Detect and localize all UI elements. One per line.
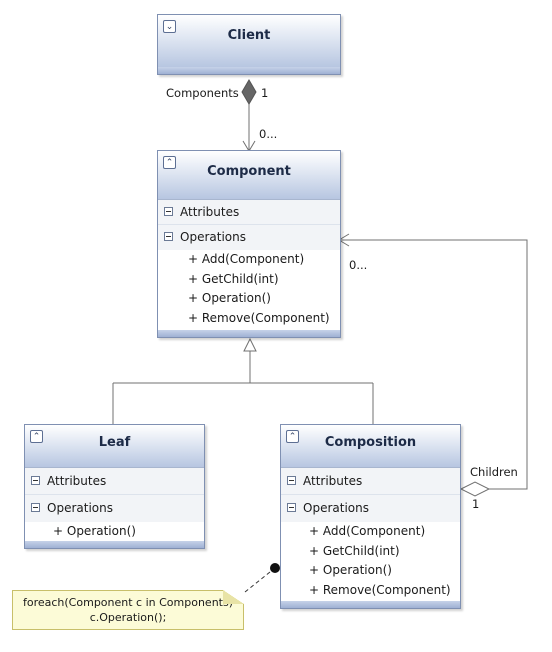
operations-section[interactable]: Operations	[158, 225, 340, 250]
children-role-label: Children	[470, 465, 518, 479]
class-leaf-header: ⌃ Leaf	[25, 425, 204, 468]
collapse-minus-icon[interactable]	[31, 503, 40, 512]
attributes-section[interactable]: Attributes	[158, 200, 340, 225]
children-line	[339, 239, 528, 490]
attributes-label: Attributes	[303, 474, 363, 488]
operations-section[interactable]: Operations	[281, 495, 460, 522]
operations-list: + Add(Component) + GetChild(int) + Opera…	[281, 522, 460, 604]
attributes-label: Attributes	[180, 205, 240, 219]
operation-item[interactable]: + Add(Component)	[309, 524, 426, 538]
class-component-title: Component	[207, 164, 291, 179]
generalization-triangle	[243, 337, 257, 352]
collapse-minus-icon[interactable]	[164, 232, 173, 241]
collapse-toggle-icon[interactable]: ⌃	[286, 430, 299, 443]
operation-item[interactable]: + Remove(Component)	[188, 310, 330, 325]
collapse-minus-icon[interactable]	[31, 476, 40, 485]
class-composition[interactable]: ⌃ Composition Attributes Operations + Ad…	[280, 424, 461, 609]
class-leaf-title: Leaf	[98, 435, 131, 450]
operations-list: + Add(Component) + GetChild(int) + Opera…	[158, 250, 340, 332]
note-line-1: foreach(Component c in Components)	[22, 596, 233, 609]
class-composition-title: Composition	[324, 435, 417, 450]
note-anchor-dot	[270, 563, 280, 573]
attributes-label: Attributes	[47, 474, 107, 488]
operation-item[interactable]: + GetChild(int)	[309, 543, 400, 558]
client-multiplicity: 1	[261, 86, 269, 100]
collapse-minus-icon[interactable]	[164, 207, 173, 216]
attributes-section[interactable]: Attributes	[25, 468, 204, 495]
note-connector	[244, 567, 276, 593]
collapse-toggle-icon[interactable]: ⌄	[163, 20, 176, 33]
aggregation-diamond-open	[459, 481, 491, 497]
operations-label: Operations	[303, 501, 369, 515]
operation-item[interactable]: + Operation()	[188, 291, 271, 305]
aggregation-diamond-filled	[241, 79, 257, 105]
operations-label: Operations	[47, 501, 113, 515]
operation-item[interactable]: + Add(Component)	[188, 252, 305, 266]
operation-item[interactable]: + Operation()	[53, 524, 136, 538]
attributes-section[interactable]: Attributes	[281, 468, 460, 495]
class-leaf[interactable]: ⌃ Leaf Attributes Operations + Operation…	[24, 424, 205, 549]
class-client-header: ⌄ Client	[158, 15, 340, 67]
operations-label: Operations	[180, 230, 246, 244]
operation-item[interactable]: + Remove(Component)	[309, 582, 451, 597]
note-line-2: c.Operation();	[89, 611, 167, 624]
operations-section[interactable]: Operations	[25, 495, 204, 522]
code-note[interactable]: foreach(Component c in Components) c.Ope…	[12, 590, 244, 630]
children-multiplicity: 1	[472, 497, 480, 511]
class-component[interactable]: ⌃ Component Attributes Operations + Add(…	[157, 150, 341, 338]
collapse-minus-icon[interactable]	[287, 503, 296, 512]
operations-list: + Operation()	[25, 522, 204, 546]
collapse-toggle-icon[interactable]: ⌃	[30, 430, 43, 443]
collapse-toggle-icon[interactable]: ⌃	[163, 156, 176, 169]
class-component-header: ⌃ Component	[158, 151, 340, 200]
component-multiplicity: 0...	[259, 127, 278, 141]
class-client-title: Client	[227, 28, 271, 43]
operation-item[interactable]: + Operation()	[309, 563, 392, 577]
operation-item[interactable]: + GetChild(int)	[188, 271, 279, 286]
collapse-minus-icon[interactable]	[287, 476, 296, 485]
self-multiplicity: 0...	[349, 258, 368, 272]
note-fold-corner	[223, 590, 244, 604]
class-composition-header: ⌃ Composition	[281, 425, 460, 468]
class-client[interactable]: ⌄ Client	[157, 14, 341, 75]
client-role-label: Components	[166, 86, 239, 100]
